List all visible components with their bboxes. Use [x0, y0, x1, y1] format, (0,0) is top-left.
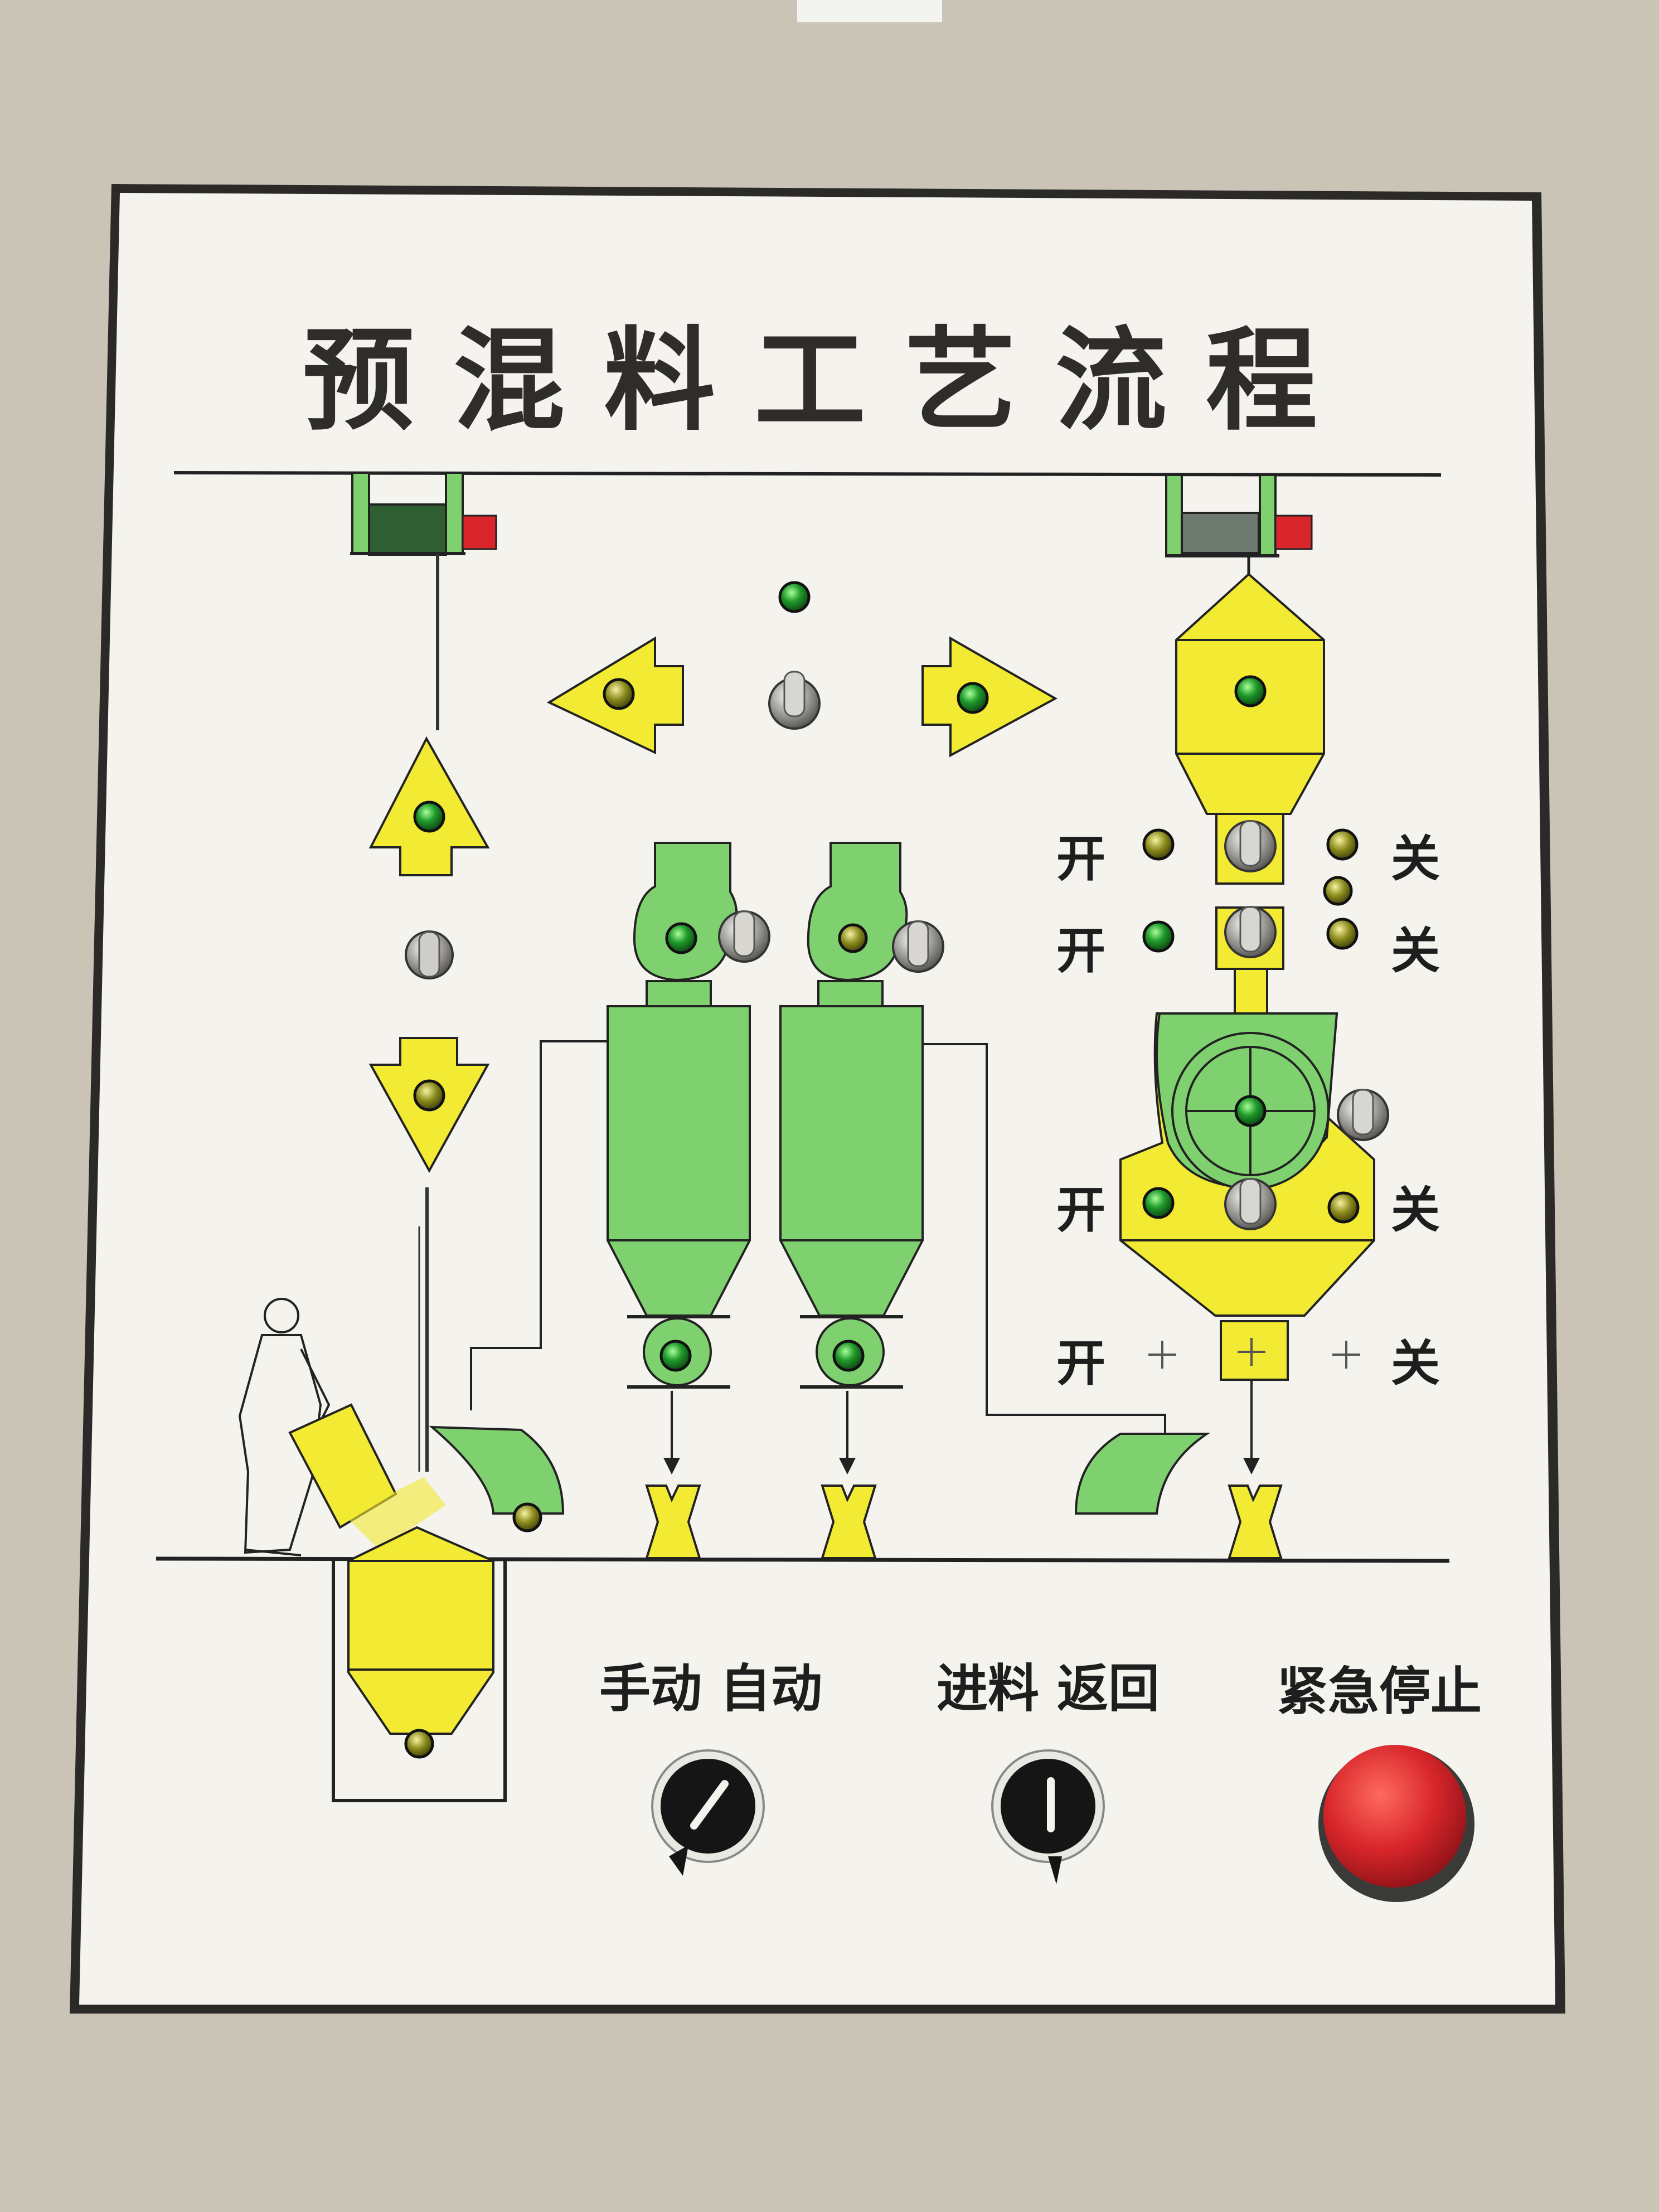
toggle-switch[interactable]	[768, 671, 821, 730]
mode-selector-label: 手动 自动	[599, 1659, 823, 1719]
indicator-led	[832, 1340, 865, 1372]
right-discharge-flap	[1074, 1433, 1211, 1515]
worker-figure	[238, 1298, 331, 1556]
up-arrow	[368, 736, 490, 876]
emergency-stop-button[interactable]	[1318, 1745, 1474, 1902]
output-bag	[1228, 1485, 1283, 1559]
on-label: 开	[1056, 922, 1106, 979]
toggle-switch[interactable]	[1224, 820, 1277, 872]
off-indicator-led	[1327, 1191, 1360, 1224]
on-indicator-led	[1142, 828, 1175, 861]
plus-marks	[1148, 1341, 1360, 1369]
indicator-led	[1323, 876, 1353, 906]
right-arrow	[921, 636, 1058, 758]
indicator-led	[413, 1079, 445, 1112]
off-indicator-led	[1326, 918, 1359, 950]
toggle-switch[interactable]	[405, 930, 454, 979]
off-label: 关	[1391, 1181, 1440, 1239]
toggle-switch[interactable]	[1224, 906, 1277, 958]
toggle-switch[interactable]	[718, 910, 770, 963]
on-label: 开	[1056, 1335, 1106, 1392]
toggle-switch[interactable]	[892, 920, 944, 973]
panel-title: 预混料工艺流程	[302, 316, 1356, 446]
indicator-led	[957, 682, 989, 714]
off-label: 关	[1391, 1335, 1440, 1392]
off-label: 关	[1391, 830, 1440, 887]
left-hoist-motor	[350, 472, 497, 730]
indicator-led	[413, 801, 445, 833]
left-arrow	[546, 636, 684, 755]
right-hoist-motor	[1165, 474, 1313, 574]
on-indicator-led	[1142, 1187, 1175, 1219]
indicator-led	[838, 923, 868, 953]
output-bag	[821, 1485, 877, 1559]
feed-bag	[288, 1403, 446, 1550]
indicator-led	[1234, 675, 1267, 707]
toggle-switch[interactable]	[1337, 1089, 1389, 1141]
mode-selector-knob[interactable]	[651, 1749, 765, 1876]
indicator-led	[512, 1502, 542, 1532]
off-indicator-led	[1326, 828, 1359, 861]
indicator-led	[665, 922, 697, 954]
indicator-led	[603, 678, 635, 710]
cyclone-unit-2	[779, 842, 924, 1559]
indicator-led	[659, 1340, 692, 1372]
emergency-stop-label: 紧急停止	[1277, 1662, 1482, 1721]
on-indicator-led	[1142, 920, 1175, 953]
on-label: 开	[1056, 830, 1106, 887]
output-bag	[645, 1485, 701, 1559]
down-arrow	[368, 1037, 490, 1173]
indicator-led	[1234, 1095, 1267, 1127]
off-label: 关	[1391, 922, 1440, 979]
cyclone-unit-1	[607, 842, 751, 1559]
toggle-switch[interactable]	[1224, 1178, 1277, 1230]
left-discharge-flap	[429, 1425, 565, 1532]
feed-selector-knob[interactable]	[991, 1749, 1105, 1884]
indicator-led	[778, 581, 811, 613]
on-label: 开	[1056, 1181, 1106, 1239]
intake-hopper	[332, 1526, 507, 1802]
feed-selector-label: 进料 返回	[937, 1659, 1160, 1719]
mixer-body	[1119, 1012, 1375, 1559]
indicator-led	[404, 1729, 434, 1759]
